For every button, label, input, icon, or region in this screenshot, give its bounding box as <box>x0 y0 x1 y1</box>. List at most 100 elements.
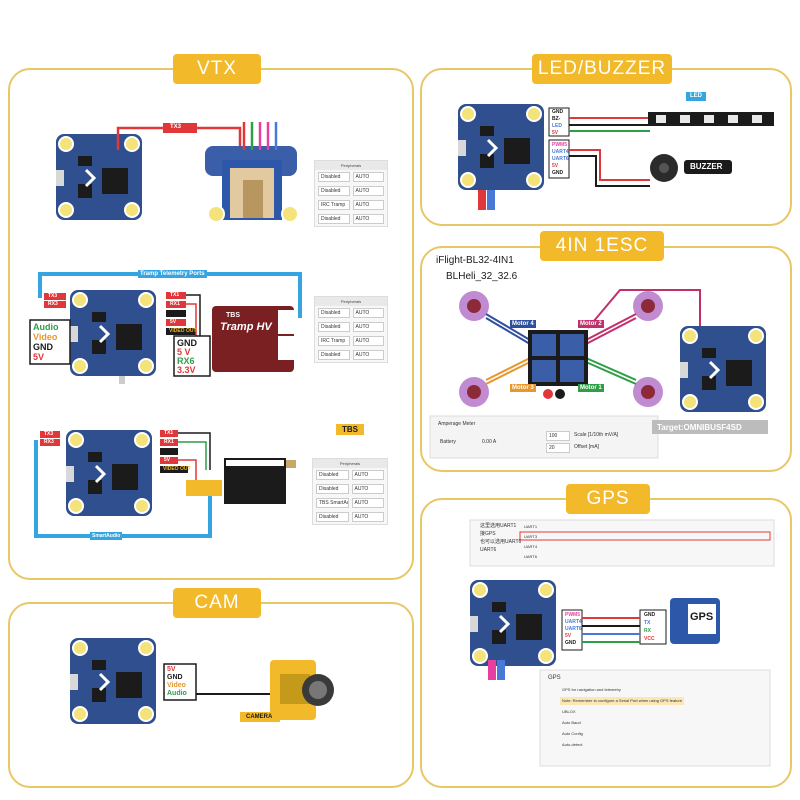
pwr-gnd: GND <box>177 338 197 348</box>
esc-title: 4IN 1ESC <box>540 231 664 261</box>
target-label: Target:OMNIBUSF4SD <box>657 423 742 432</box>
amp-title: Amperage Meter <box>438 421 476 427</box>
pwr-3v3: 3.3V <box>177 365 196 375</box>
gps-pin-5v: 5V <box>565 633 572 639</box>
esc-model: iFlight-BL32-4IN1 <box>436 255 514 266</box>
cam-audio: Audio <box>167 690 187 697</box>
pwr-rx6: RX6 <box>177 356 195 366</box>
scale-label: Scale [1/10th mV/A] <box>574 432 619 438</box>
select-cell[interactable]: AUTO <box>351 498 384 508</box>
gps-mod-tx: TX <box>644 620 651 626</box>
led-pin-bz: BZ- <box>552 116 561 122</box>
tbs-tag: TBS <box>336 424 364 435</box>
cam-video: Video <box>167 682 186 689</box>
video-label: Video <box>33 332 58 342</box>
esc-firmware: BLHeli_32_32.6 <box>446 271 518 282</box>
wire-video: VIDEO OUT <box>169 328 197 334</box>
select-cell[interactable]: Disabled <box>318 214 350 224</box>
smartaudio-bar: SmartAudio <box>90 532 123 540</box>
select-cell[interactable]: Disabled <box>318 322 350 332</box>
gps-item: Auto Baud <box>562 720 581 725</box>
select-cell[interactable]: TBS SmartAud <box>316 498 349 508</box>
vtx-title: VTX <box>173 54 261 84</box>
periph-row: TBS SmartAudAUTO <box>313 496 387 510</box>
select-cell[interactable]: AUTO <box>352 308 384 318</box>
periph-title: Peripherals <box>315 161 387 170</box>
select-cell[interactable]: Disabled <box>316 470 349 480</box>
select-cell[interactable]: AUTO <box>351 512 384 522</box>
led-pin2-5v: 5V <box>552 163 559 169</box>
gps-panel-title: GPS <box>548 675 561 681</box>
motor-1-label: Motor 1 <box>578 384 604 392</box>
gps-title: GPS <box>566 484 650 514</box>
tx3-tag: TX3 <box>170 124 182 130</box>
select-cell[interactable]: Disabled <box>316 484 349 494</box>
gps-cfg-row: UART1 <box>524 524 538 529</box>
gps-pin-uart4: UART4 <box>565 619 582 625</box>
select-cell[interactable]: AUTO <box>352 200 384 210</box>
wire3-rx1: RX1 <box>164 439 174 445</box>
wire3-tx1: TX1 <box>164 430 174 436</box>
scale-input[interactable]: 100 <box>546 431 570 441</box>
camera-label: CAMERA <box>246 714 273 720</box>
audio-label: Audio <box>33 322 59 332</box>
select-cell[interactable]: Disabled <box>318 172 350 182</box>
select-cell[interactable]: AUTO <box>352 322 384 332</box>
gps-pin-gnd: GND <box>565 640 577 646</box>
select-cell[interactable]: AUTO <box>352 172 384 182</box>
wire-tx1: TX1 <box>170 292 180 298</box>
tramp-brand: TBS <box>226 312 240 319</box>
led-pin-gnd: GND <box>552 109 564 115</box>
motor-3-label: Motor 3 <box>510 384 536 392</box>
wire-rx1: RX1 <box>170 301 180 307</box>
select-cell[interactable]: AUTO <box>352 214 384 224</box>
select-cell[interactable]: Disabled <box>318 308 350 318</box>
select-cell[interactable]: Disabled <box>318 350 350 360</box>
led-pin2-uart6: UART6 <box>552 156 569 162</box>
left-rx3: RX3 <box>48 301 58 307</box>
gps-pin-uart6: UART6 <box>565 626 582 632</box>
gnd-label: GND <box>33 342 53 352</box>
cam-gnd: GND <box>167 674 183 681</box>
select-cell[interactable]: AUTO <box>352 186 384 196</box>
tramp-bar-label: Tramp Telemetry Ports <box>138 270 207 278</box>
led-tag: LED <box>686 92 706 101</box>
wire-5v: 5V <box>170 319 177 325</box>
left3-rx3: RX3 <box>44 439 54 445</box>
gps-item: UBLOX <box>562 709 576 714</box>
left3-tx3: TX3 <box>44 431 54 437</box>
led-pin-5v: 5V <box>552 130 559 136</box>
offset-label: Offset [mA] <box>574 444 599 450</box>
gps-mod-rx: RX <box>644 628 651 634</box>
wire3-video: VIDEO OUT <box>163 466 191 472</box>
gps-item: Note: Remember to configure a Serial Por… <box>560 697 685 705</box>
gps-cfg-row: UART3 <box>524 534 538 539</box>
select-cell[interactable]: Disabled <box>318 186 350 196</box>
select-cell[interactable]: AUTO <box>351 484 384 494</box>
select-cell[interactable]: AUTO <box>351 470 384 480</box>
select-cell[interactable]: AUTO <box>352 336 384 346</box>
led-pin2-pwm5: PWM5 <box>552 142 567 148</box>
tramp-name: Tramp HV <box>220 321 272 333</box>
gps-module-name: GPS <box>690 611 714 623</box>
select-cell[interactable]: AUTO <box>352 350 384 360</box>
pwr-5v: 5 V <box>177 347 191 357</box>
led-title: LED/BUZZER <box>532 54 672 84</box>
select-cell[interactable]: IRC Tramp <box>318 200 350 210</box>
select-cell[interactable]: Disabled <box>316 512 349 522</box>
cam-title: CAM <box>173 588 261 618</box>
offset-input[interactable]: 20 <box>546 443 570 453</box>
select-cell[interactable]: IRC Tramp <box>318 336 350 346</box>
